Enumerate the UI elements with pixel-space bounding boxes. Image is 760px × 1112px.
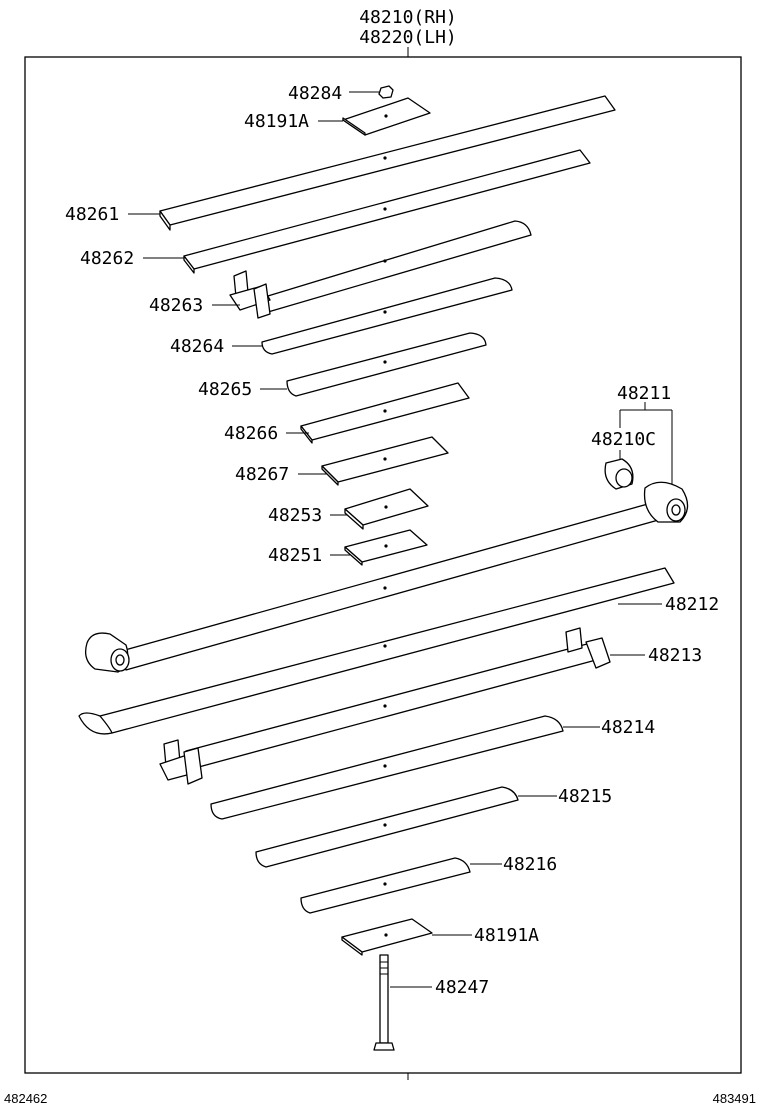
callout-48253: 48253: [268, 505, 322, 526]
callout-48265: 48265: [198, 379, 252, 400]
callout-48266: 48266: [224, 423, 278, 444]
leaf-48264: [261, 277, 513, 355]
callout-48213: 48213: [648, 645, 702, 666]
leaf-48261: [159, 95, 616, 231]
callout-48267: 48267: [235, 464, 289, 485]
leaf-48214: [210, 715, 564, 820]
callout-48247: 48247: [435, 977, 489, 998]
leaf-48215: [255, 786, 519, 868]
callout-48261: 48261: [65, 204, 119, 225]
callout-48262: 48262: [80, 248, 134, 269]
leaf-48212: [78, 567, 675, 735]
bolt-48247: [373, 954, 395, 1051]
leaf-48267: [321, 436, 449, 486]
callout-48263: 48263: [149, 295, 203, 316]
bushing-48210C: [604, 458, 634, 490]
pad-48191A-bottom: [341, 918, 433, 956]
callout-48212: 48212: [665, 594, 719, 615]
callout-48211: 48211: [617, 383, 671, 404]
callout-48264: 48264: [170, 336, 224, 357]
pad-48191A-top: [342, 97, 431, 136]
leaf-48213-with-clips: [159, 627, 611, 785]
callout-48191A-top: 48191A: [244, 111, 309, 132]
callout-48216: 48216: [503, 854, 557, 875]
assembly-part-lh: 48220(LH): [359, 27, 457, 48]
block-48251: [344, 529, 428, 566]
block-48253: [344, 488, 429, 530]
nut-48284: [378, 85, 394, 99]
diagram-border: [24, 56, 742, 1074]
leaf-48262: [183, 149, 591, 274]
leaf-48266: [300, 382, 470, 444]
callout-48214: 48214: [601, 717, 655, 738]
leaf-48216: [300, 857, 471, 914]
assembly-part-rh: 48210(RH): [359, 7, 457, 28]
leaf-48263-with-clips: [229, 220, 532, 319]
footer-left-code: 482462: [4, 1091, 47, 1106]
callout-48215: 48215: [558, 786, 612, 807]
callout-48284: 48284: [288, 83, 342, 104]
leaf-48211-main-eye: [84, 481, 689, 673]
footer-right-code: 483491: [713, 1091, 756, 1106]
callout-48210C: 48210C: [591, 429, 656, 450]
callout-48251: 48251: [268, 545, 322, 566]
callout-48191A-bottom: 48191A: [474, 925, 539, 946]
leaf-48265: [286, 332, 487, 397]
